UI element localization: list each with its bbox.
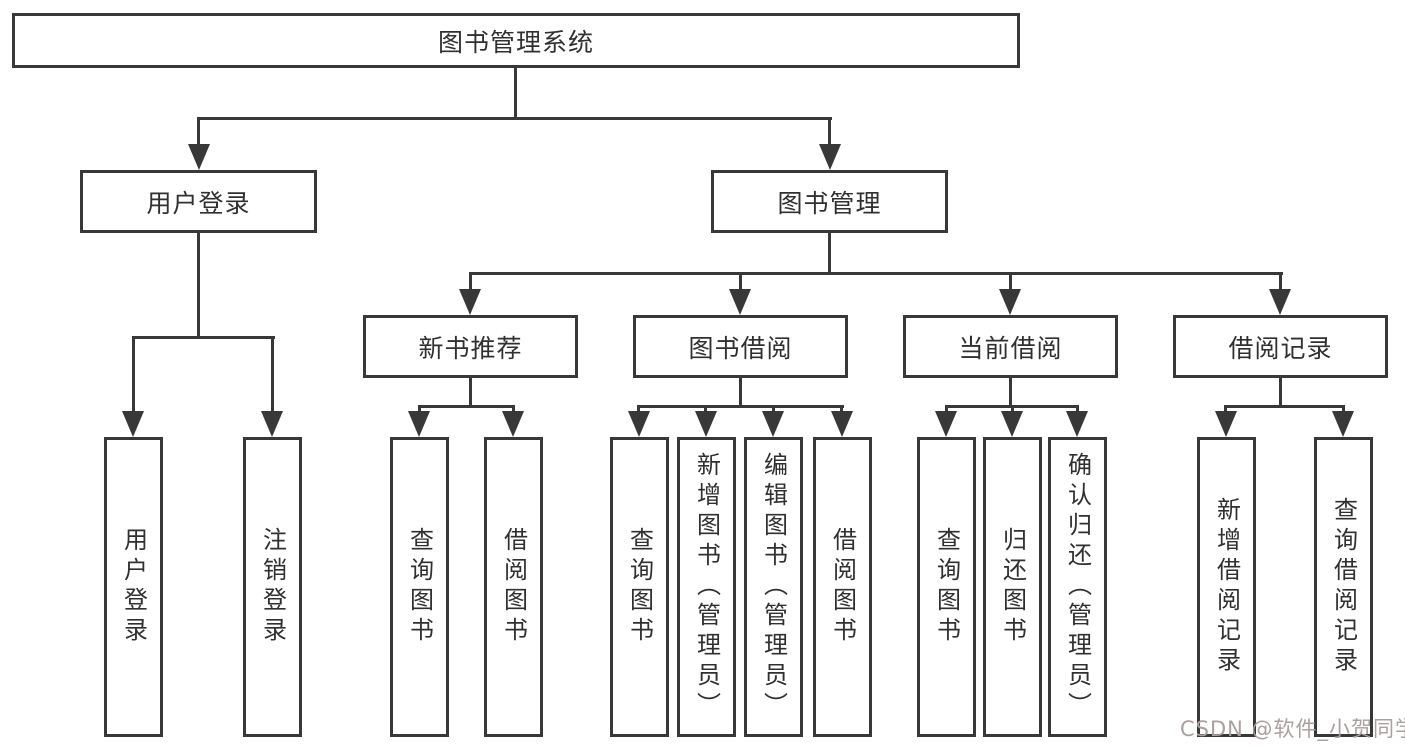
leaf-edit-book-admin-label: 编辑图书（管理员） (759, 452, 788, 722)
connector-drop (197, 117, 200, 148)
connector-rail (1224, 405, 1345, 408)
leaf-borrow-books: 借阅图书 (813, 437, 872, 737)
connector-drop (1009, 272, 1012, 294)
leaf-user-login: 用户登录 (104, 437, 163, 737)
leaf-query-borrow-record: 查询借阅记录 (1314, 437, 1373, 737)
connector-level3-rail (469, 272, 1283, 275)
leaf-return-books: 归还图书 (983, 437, 1042, 737)
arrowhead-down-icon (1001, 411, 1023, 437)
node-user-login-label: 用户登录 (146, 188, 251, 218)
arrowhead-down-icon (628, 411, 650, 437)
node-borrow-record: 借阅记录 (1173, 315, 1388, 378)
arrowhead-down-icon (999, 289, 1021, 315)
node-new-book-recommend: 新书推荐 (363, 315, 578, 378)
arrowhead-down-icon (408, 411, 430, 437)
connector-rail (637, 405, 844, 408)
arrowhead-down-icon (261, 411, 283, 437)
arrowhead-down-icon (819, 144, 841, 170)
connector-user-login-trunk (197, 233, 200, 339)
leaf-confirm-return-admin: 确认归还（管理员） (1048, 437, 1107, 737)
connector-rail (418, 405, 515, 408)
connector-drop (1224, 405, 1227, 414)
connector-drop (271, 336, 274, 415)
arrowhead-down-icon (729, 289, 751, 315)
connector-drop (1279, 272, 1282, 294)
connector-drop (828, 117, 831, 148)
node-book-borrow: 图书借阅 (633, 315, 848, 378)
leaf-borrow-books-label: 借阅图书 (828, 527, 857, 647)
arrowhead-down-icon (1066, 411, 1088, 437)
connector-trunk (1009, 378, 1012, 408)
leaf-add-book-admin: 新增图书（管理员） (677, 437, 736, 737)
connector-drop (637, 405, 640, 414)
node-book-borrow-label: 图书借阅 (688, 333, 793, 363)
connector-drop (1342, 405, 1345, 414)
leaf-logout: 注销登录 (243, 437, 302, 737)
arrowhead-down-icon (831, 411, 853, 437)
connector-drop (772, 405, 775, 414)
leaf-newbook-borrow-books-label: 借阅图书 (499, 527, 528, 647)
connector-book-management-trunk (828, 233, 831, 275)
connector-trunk (1279, 378, 1282, 408)
arrowhead-down-icon (459, 289, 481, 315)
leaf-query-borrow-record-label: 查询借阅记录 (1329, 497, 1358, 677)
arrowhead-down-icon (1269, 289, 1291, 315)
arrowhead-down-icon (188, 144, 210, 170)
arrowhead-down-icon (935, 411, 957, 437)
node-root-label: 图书管理系统 (437, 27, 594, 57)
leaf-newbook-borrow-books: 借阅图书 (484, 437, 543, 737)
arrowhead-down-icon (122, 411, 144, 437)
connector-drop (469, 272, 472, 294)
leaf-newbook-query-books-label: 查询图书 (405, 527, 434, 647)
connector-drop (512, 405, 515, 414)
connector-drop (945, 405, 948, 414)
leaf-edit-book-admin: 编辑图书（管理员） (744, 437, 803, 737)
arrowhead-down-icon (762, 411, 784, 437)
connector-drop (132, 336, 135, 415)
connector-trunk (739, 378, 742, 408)
connector-drop (1011, 405, 1014, 414)
connector-trunk (469, 378, 472, 408)
node-user-login: 用户登录 (80, 170, 317, 233)
leaf-borrow-query-books: 查询图书 (610, 437, 669, 737)
connector-drop (840, 405, 843, 414)
node-current-borrow: 当前借阅 (903, 315, 1118, 378)
node-book-management-label: 图书管理 (777, 188, 882, 218)
connector-drop (1076, 405, 1079, 414)
leaf-newbook-query-books: 查询图书 (390, 437, 449, 737)
leaf-add-book-admin-label: 新增图书（管理员） (692, 452, 721, 722)
node-current-borrow-label: 当前借阅 (958, 333, 1063, 363)
node-root: 图书管理系统 (12, 13, 1020, 68)
leaf-logout-label: 注销登录 (258, 527, 287, 647)
leaf-confirm-return-admin-label: 确认归还（管理员） (1063, 452, 1092, 722)
connector-drop (418, 405, 421, 414)
leaf-borrow-query-books-label: 查询图书 (625, 527, 654, 647)
connector-user-login-rail (132, 336, 275, 339)
leaf-add-borrow-record: 新增借阅记录 (1197, 437, 1256, 737)
arrowhead-down-icon (1332, 411, 1354, 437)
leaf-add-borrow-record-label: 新增借阅记录 (1212, 497, 1241, 677)
arrowhead-down-icon (1215, 411, 1237, 437)
connector-drop (739, 272, 742, 294)
node-borrow-record-label: 借阅记录 (1228, 333, 1333, 363)
arrowhead-down-icon (502, 411, 524, 437)
node-new-book-recommend-label: 新书推荐 (418, 333, 523, 363)
connector-level2-rail (197, 117, 832, 120)
leaf-current-query-books-label: 查询图书 (932, 527, 961, 647)
leaf-return-books-label: 归还图书 (998, 527, 1027, 647)
watermark: CSDN @软件_小贺同学 (1180, 717, 1405, 741)
arrowhead-down-icon (695, 411, 717, 437)
node-book-management: 图书管理 (711, 170, 948, 233)
leaf-user-login-label: 用户登录 (119, 527, 148, 647)
connector-drop (704, 405, 707, 414)
leaf-current-query-books: 查询图书 (917, 437, 976, 737)
connector-root-trunk (514, 68, 517, 120)
